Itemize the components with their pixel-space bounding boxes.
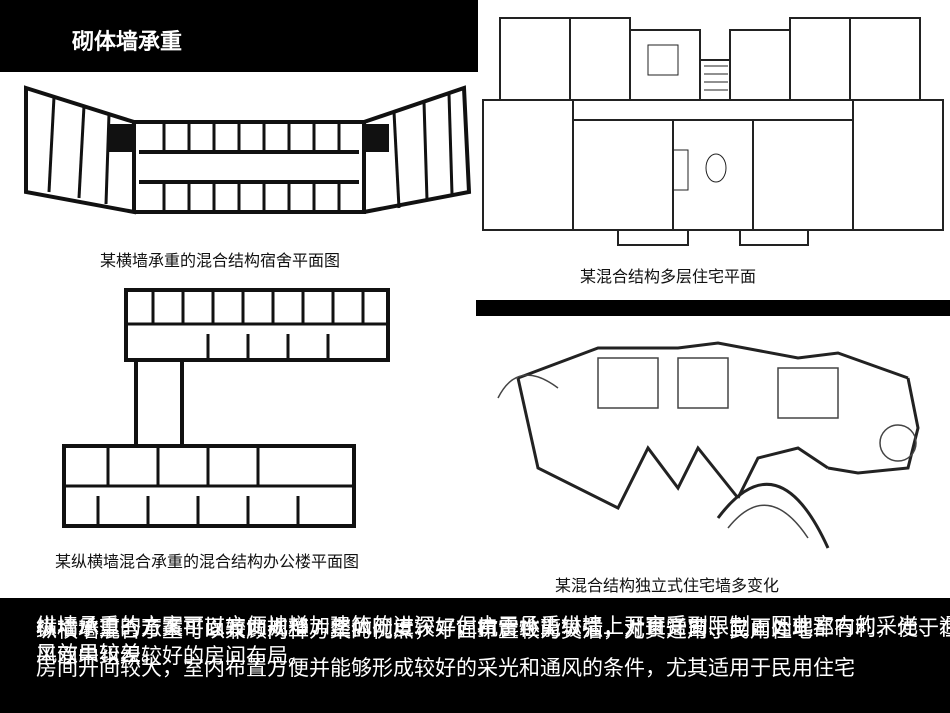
overlap-text-3: 纵横墙混合承重可以兼顾两种方案的优点，平面布置较为灵活，尤其适用于民用住宅 [36,618,813,642]
residential-floor-plan [478,0,950,258]
overlap-text-4: 房间开间较大，室内布置方便并能够形成较好的采光和通风的条件，尤其适用于民用住宅 [36,656,855,680]
caption-dorm: 某横墙承重的混合结构宿舍平面图 [100,251,341,270]
overlap-text-2: 横墙承重的方案平面较为规整，整体刚度较好，抗震性能较强，对于开窗、立面处理都有利… [36,616,950,668]
office-floor-plan [58,286,418,540]
caption-office: 某纵横墙混合承重的混合结构办公楼平面图 [55,552,360,571]
slide-title: 砌体墙承重 [72,30,183,55]
caption-residential: 某混合结构多层住宅平面 [580,267,757,286]
title-bar: 砌体墙承重 [0,0,478,72]
divider-band-right [476,300,950,316]
caption-villa: 某混合结构独立式住宅墙多变化 [555,576,780,595]
bottom-text-band: 纵墙承重的方案可以方便地增加建筑的进深，但由于承重纵墙上开窗受到限制，因此室内的… [0,598,950,713]
dorm-floor-plan [14,82,476,242]
villa-floor-plan [478,318,950,566]
overlap-text-1: 纵墙承重的方案可以方便地增加建筑的进深，但由于承重纵墙上开窗受到限制，因此室内的… [36,614,950,666]
